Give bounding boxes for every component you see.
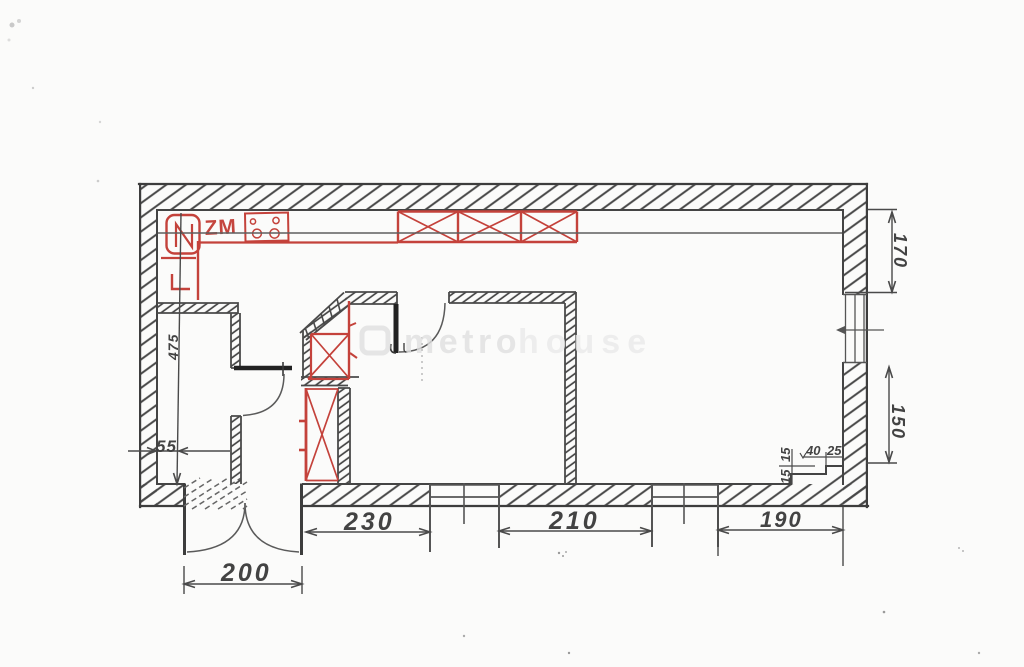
svg-text:170: 170 (890, 233, 910, 269)
svg-text:200: 200 (220, 559, 272, 587)
svg-text:55: 55 (156, 437, 177, 456)
svg-text:ZM: ZM (204, 215, 237, 240)
svg-text:15: 15 (778, 447, 793, 462)
svg-text:metro: metro (404, 323, 521, 361)
svg-text:230: 230 (343, 508, 395, 536)
svg-text:40: 40 (805, 443, 821, 458)
svg-text:190: 190 (760, 507, 803, 532)
svg-text:house: house (518, 323, 653, 361)
svg-text:25: 25 (826, 443, 842, 458)
svg-text:150: 150 (888, 404, 908, 440)
svg-text:15: 15 (778, 469, 793, 484)
svg-text:475: 475 (165, 334, 181, 361)
svg-text:210: 210 (548, 507, 600, 535)
